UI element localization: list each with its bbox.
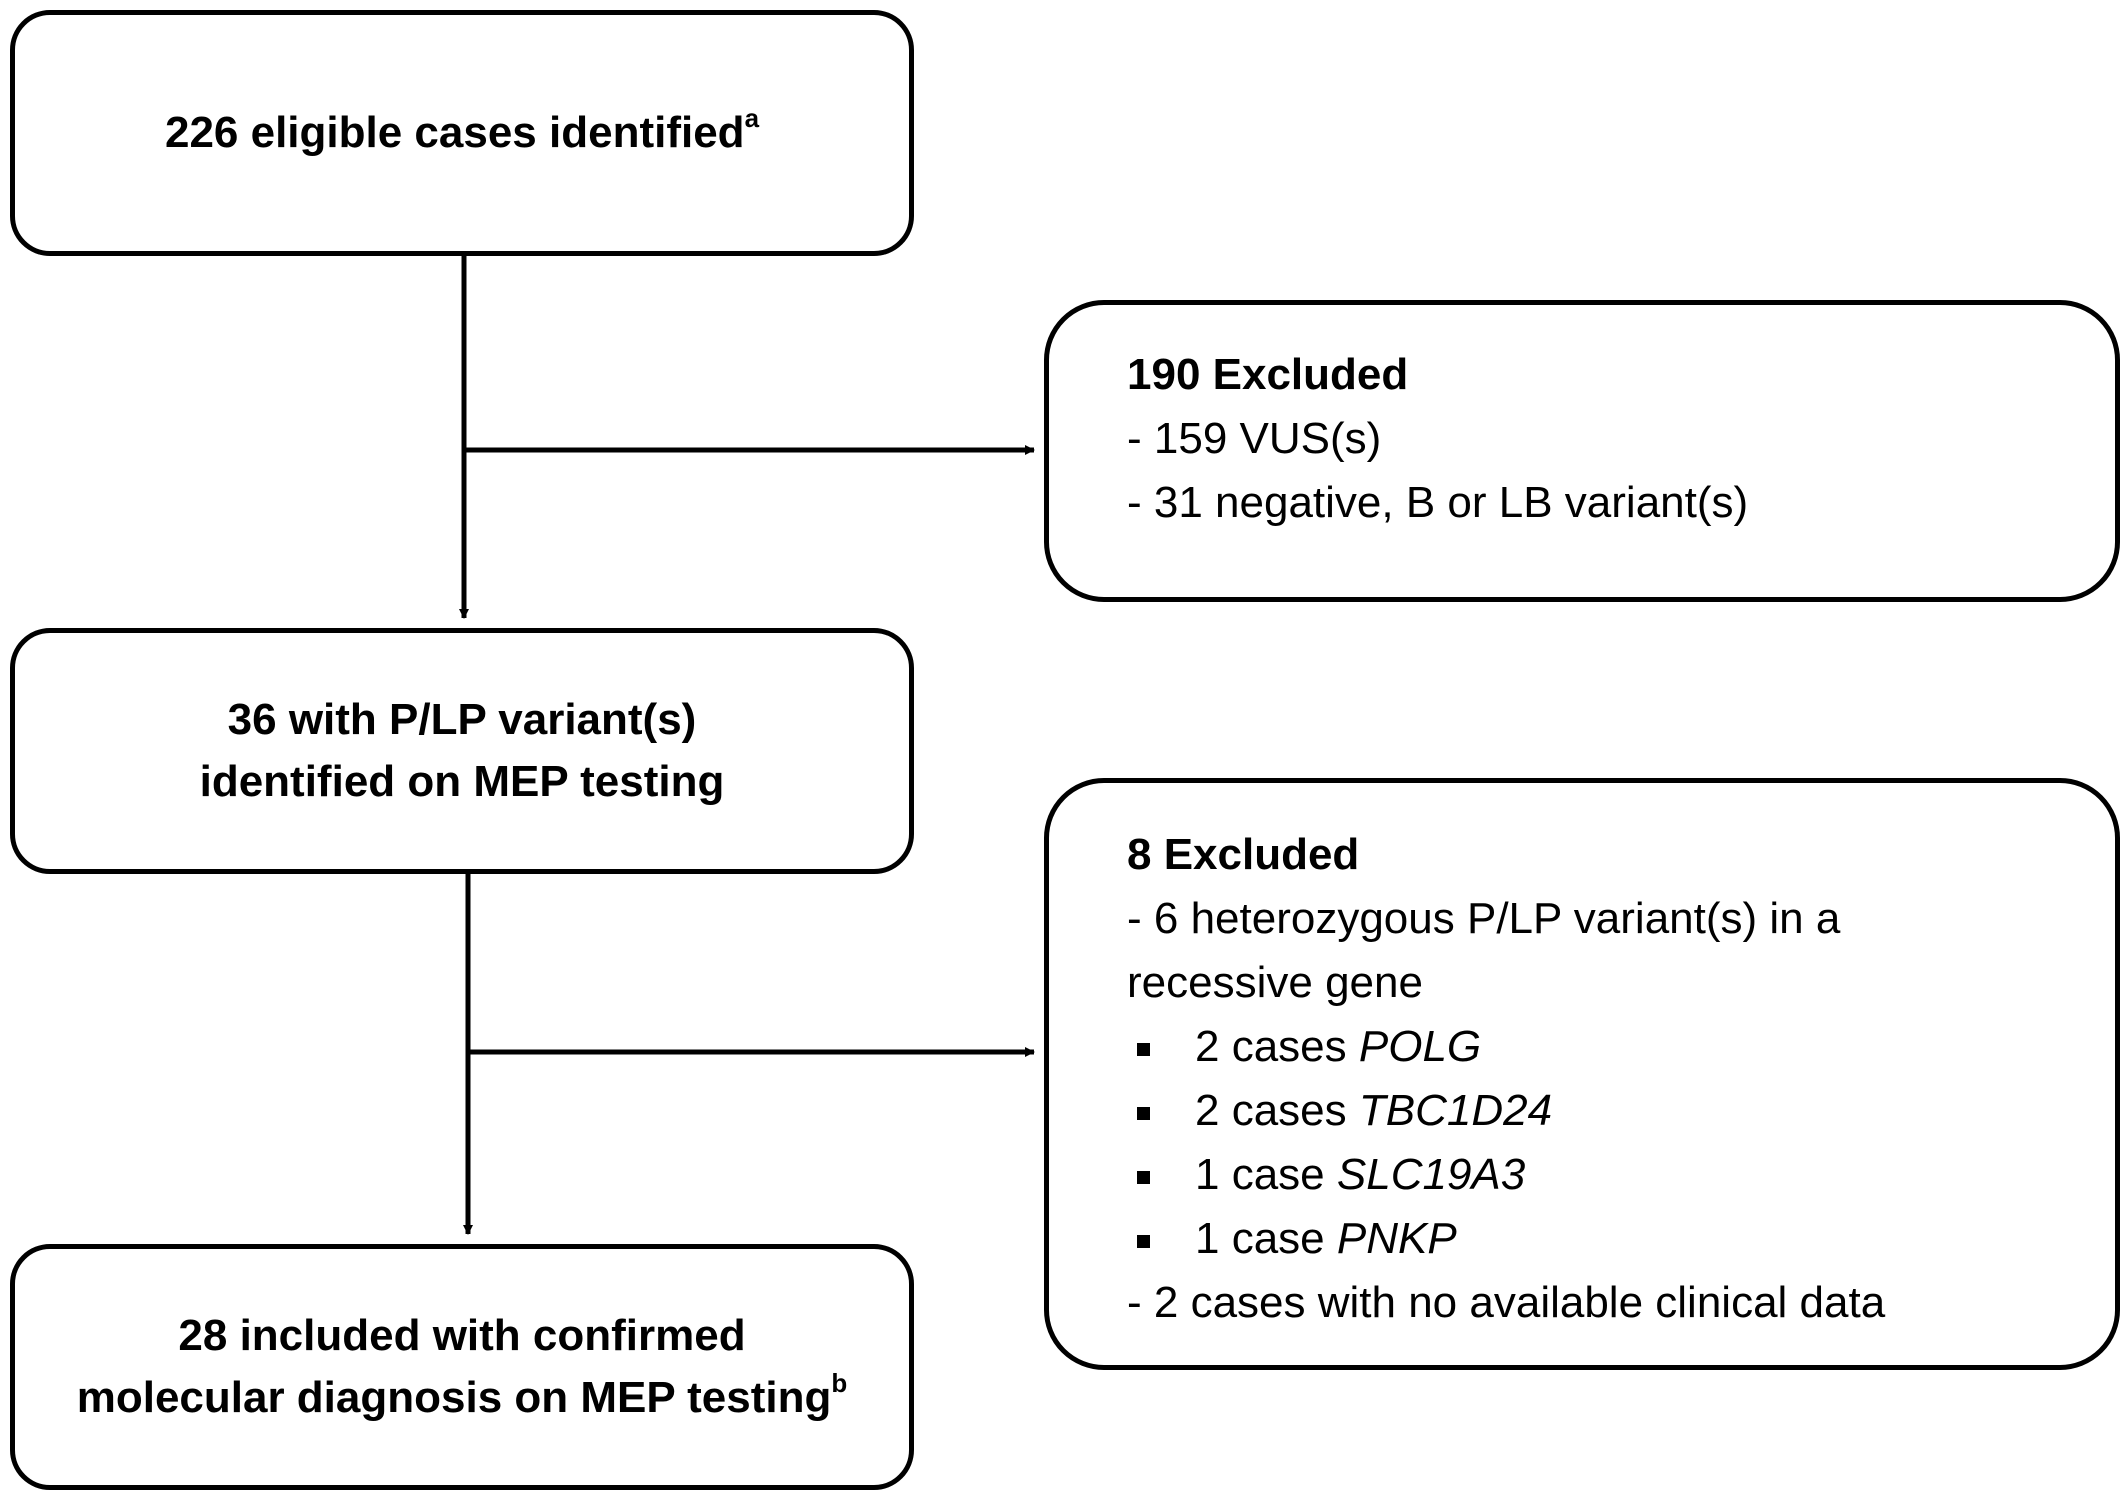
excluded-190-title: 190 Excluded — [1127, 350, 1409, 399]
eligible-cases-text: 226 eligible cases identifieda — [164, 103, 760, 157]
heterozygous-item-line1: - 6 heterozygous P/LP variant(s) in a — [1127, 894, 1841, 943]
gene-name: SLC19A3 — [1336, 1150, 1526, 1199]
bullet-item: 1 case PNKP — [1127, 1207, 2115, 1271]
gene-name: PNKP — [1336, 1214, 1457, 1263]
square-bullet-icon — [1127, 1207, 1195, 1271]
square-bullet-icon — [1127, 1143, 1195, 1207]
excluded-negative-item: - 31 negative, B or LB variant(s) — [1127, 478, 1749, 527]
heterozygous-item-line2: recessive gene — [1127, 958, 1423, 1007]
included-line1: 28 included with confirmed — [178, 1311, 746, 1360]
plp-variants-line2: identified on MEP testing — [199, 757, 725, 806]
square-bullet-icon — [1127, 1079, 1195, 1143]
footnote-a: a — [744, 103, 760, 134]
excluded-8-box: 8 Excluded - 6 heterozygous P/LP variant… — [1044, 778, 2120, 1370]
bullet-item: 2 cases TBC1D24 — [1127, 1079, 2115, 1143]
bullet-item: 2 cases POLG — [1127, 1015, 2115, 1079]
footnote-b: b — [831, 1368, 848, 1399]
excluded-190-box: 190 Excluded - 159 VUS(s) - 31 negative,… — [1044, 300, 2120, 602]
included-confirmed-box: 28 included with confirmed molecular dia… — [10, 1244, 914, 1490]
excluded-vus-item: - 159 VUS(s) — [1127, 414, 1382, 463]
plp-variants-line1: 36 with P/LP variant(s) — [227, 695, 697, 744]
no-clinical-data-item: - 2 cases with no available clinical dat… — [1127, 1278, 1886, 1327]
plp-variants-box: 36 with P/LP variant(s) identified on ME… — [10, 628, 914, 874]
bullet-item: 1 case SLC19A3 — [1127, 1143, 2115, 1207]
included-line2: molecular diagnosis on MEP testingb — [76, 1368, 848, 1422]
excluded-8-title: 8 Excluded — [1127, 830, 1360, 879]
gene-name: TBC1D24 — [1358, 1086, 1553, 1135]
gene-name: POLG — [1358, 1022, 1482, 1071]
eligible-cases-box: 226 eligible cases identifieda — [10, 10, 914, 256]
square-bullet-icon — [1127, 1015, 1195, 1079]
